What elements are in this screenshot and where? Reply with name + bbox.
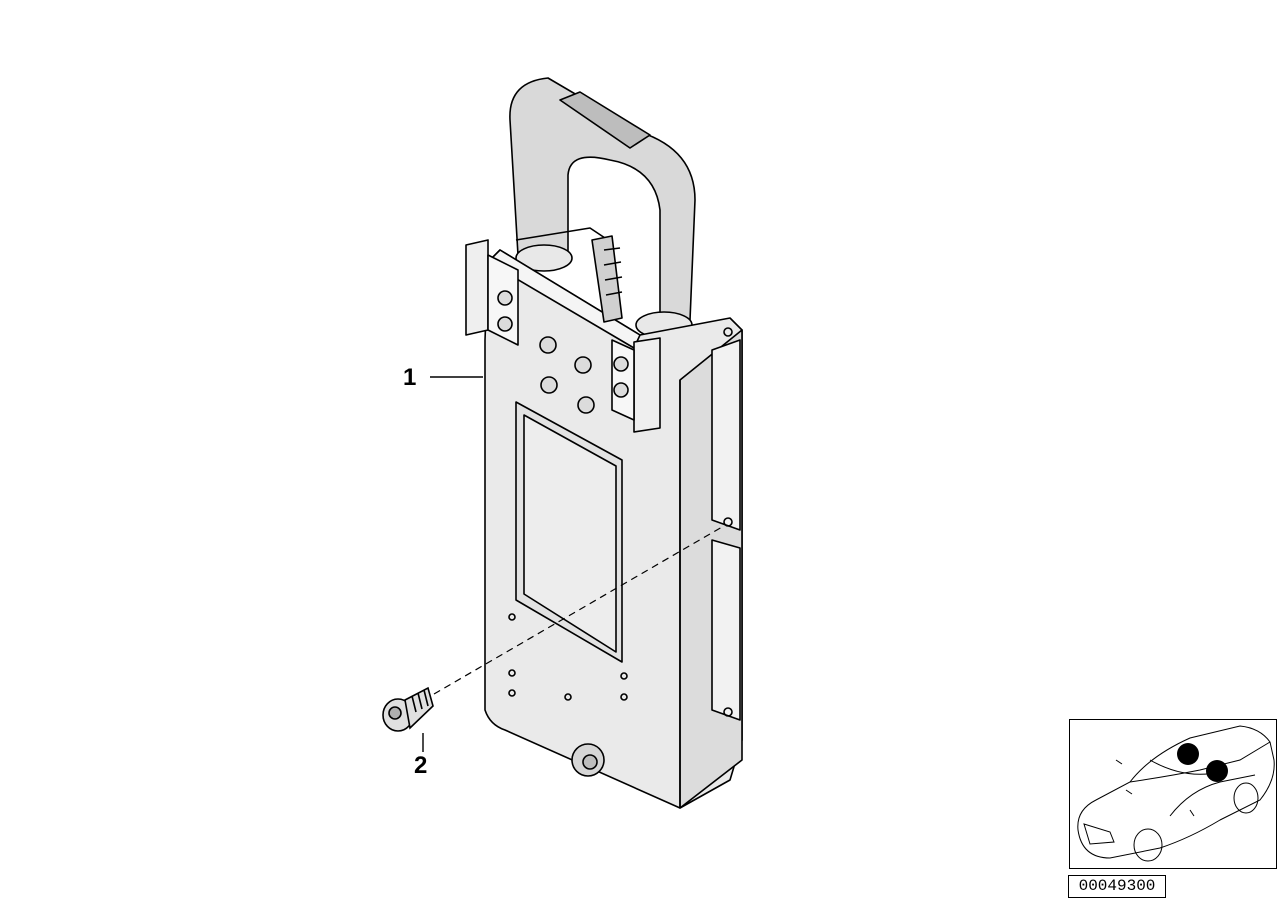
screw (382, 686, 434, 732)
vehicle-locator (1069, 719, 1277, 869)
right-bracket (633, 337, 661, 433)
car-outline-icon (1077, 725, 1275, 862)
assembly-line (433, 526, 723, 695)
left-bracket (465, 239, 489, 336)
housing-assembly (465, 77, 743, 809)
locator-marker (1206, 760, 1228, 782)
locator-marker (1177, 743, 1199, 765)
callout-label-1: 1 (403, 364, 417, 391)
callout-label-2: 2 (414, 752, 428, 779)
reference-number: 00049300 (1068, 875, 1166, 898)
handle (509, 77, 696, 336)
